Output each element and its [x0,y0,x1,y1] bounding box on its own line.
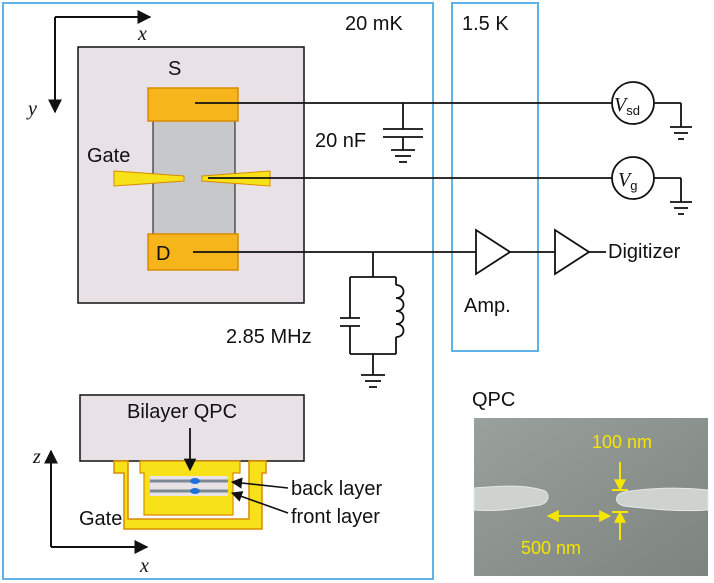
cold-stage-label: 20 mK [345,13,403,35]
amplifier-1 [475,228,606,276]
sem-image [473,418,709,576]
cross-section [79,394,305,530]
vsd-source: Vsd [611,81,692,140]
axis-x-bottom: x [139,555,149,577]
drain-wiring [193,251,476,388]
vg-source: Vg [611,156,692,215]
vg-subscript: g [630,178,637,193]
axis-x-top: x [137,23,147,45]
vg-symbol: V [618,169,633,191]
capacitor-label: 20 nF [315,130,366,152]
qpc-dot-back [190,478,200,484]
back-layer-label: back layer [291,478,382,500]
tank-frequency-label: 2.85 MHz [226,326,312,348]
vsd-subscript: sd [626,103,640,118]
source-wiring [195,102,612,163]
axis-y-top: y [26,98,37,120]
top-axes: x y [26,10,152,120]
axis-z-bottom: z [32,446,41,468]
gate-label-top: Gate [87,145,130,167]
cold-stage-frame [2,2,434,580]
drain-label: D [156,243,170,265]
source-label: S [168,58,181,80]
bilayer-qpc-label: Bilayer QPC [127,401,237,423]
amp-stage-label: 1.5 K [462,13,509,35]
amp-stage-frame [451,2,539,352]
digitizer-label: Digitizer [608,241,681,263]
bottom-axes: z x [32,446,149,577]
svg-text:Vsd: Vsd [614,94,640,118]
vsd-symbol: V [614,94,629,116]
source-contact [147,87,239,122]
front-layer-label: front layer [291,506,380,528]
sem-title: QPC [472,389,515,411]
sem-gap-length-label: 500 nm [521,538,581,558]
sem-gap-width-label: 100 nm [592,432,652,452]
amp-label: Amp. [464,295,511,317]
gate-label-bottom: Gate [79,508,122,530]
svg-text:Vg: Vg [618,169,637,193]
qpc-dot-front [190,488,200,494]
gate-finger-left [113,170,185,187]
